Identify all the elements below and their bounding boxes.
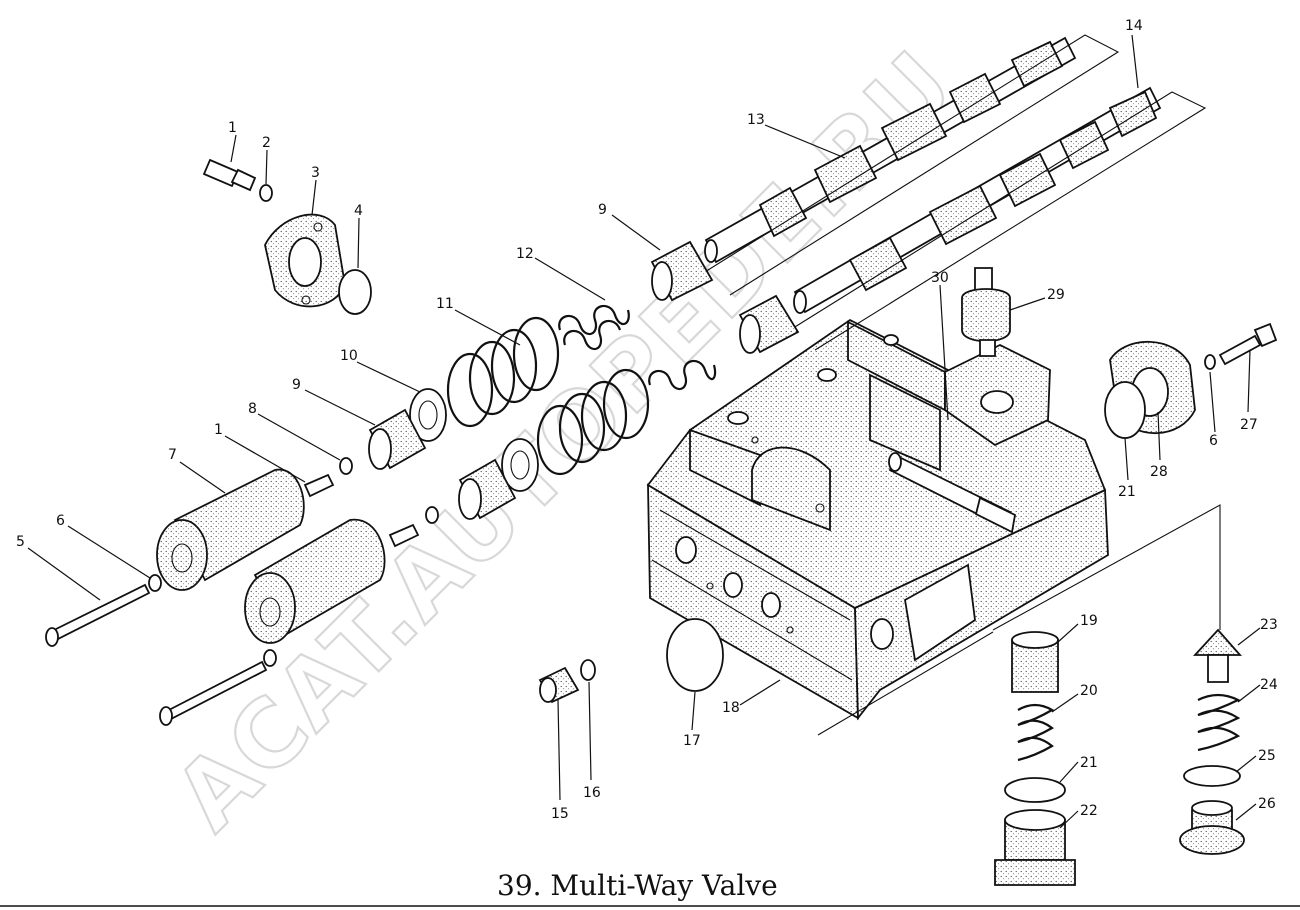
washer-10 <box>409 388 539 492</box>
spring-11 <box>446 316 560 428</box>
callout-14: 14 <box>1125 18 1143 34</box>
washer-6-right <box>1204 354 1216 370</box>
solenoid-7-lower <box>244 518 386 644</box>
bolt-27 <box>1218 322 1278 366</box>
bolt-1-upper <box>202 158 257 192</box>
long-bolt-5 <box>45 583 268 726</box>
spool-leader-brackets <box>699 34 1207 351</box>
callout-27: 27 <box>1240 417 1258 433</box>
seal-16 <box>580 659 596 681</box>
callout-4: 4 <box>354 203 363 219</box>
callout-13: 13 <box>747 112 765 128</box>
callout-22: 22 <box>1080 803 1098 819</box>
spool-13 <box>704 36 1077 264</box>
washer-6-left-lower <box>263 649 277 667</box>
plug-26 <box>1179 800 1245 855</box>
o-ring-21-right <box>1104 381 1146 439</box>
spring-lower-large <box>536 368 650 476</box>
o-ring-21-bottom <box>1004 777 1066 803</box>
callout-1-upper: 1 <box>228 120 237 136</box>
callout-25: 25 <box>1258 748 1276 764</box>
callout-23: 23 <box>1260 617 1278 633</box>
relief-bracket-lines <box>817 504 1221 736</box>
valve-body-18 <box>646 318 1109 721</box>
callout-17: 17 <box>683 733 701 749</box>
shaft-30 <box>888 452 1017 534</box>
callout-24: 24 <box>1260 677 1278 693</box>
callout-29: 29 <box>1047 287 1065 303</box>
callout-8: 8 <box>248 401 257 417</box>
poppet-23 <box>1192 628 1242 683</box>
callout-7: 7 <box>168 447 177 463</box>
callout-labels: 1 2 3 4 14 13 9 12 30 29 11 10 9 8 1 7 6… <box>16 18 1278 822</box>
spring-seat-9-upper <box>650 240 800 354</box>
callout-2: 2 <box>262 135 271 151</box>
plug-22 <box>994 809 1076 886</box>
callout-15: 15 <box>551 806 569 822</box>
o-ring-17 <box>666 618 724 692</box>
callout-6-left: 6 <box>56 513 65 529</box>
o-ring-25 <box>1183 765 1241 787</box>
callout-30: 30 <box>931 270 949 286</box>
callout-6-right: 6 <box>1209 433 1218 449</box>
piston-19 <box>1011 631 1059 693</box>
callout-9-upper: 9 <box>598 202 607 218</box>
screw-8 <box>303 457 439 548</box>
callout-11: 11 <box>436 296 454 312</box>
washer-2 <box>259 184 273 202</box>
callout-20: 20 <box>1080 683 1098 699</box>
leader-lines <box>27 34 1261 829</box>
callout-10: 10 <box>340 348 358 364</box>
pressure-switch-29 <box>961 267 1011 357</box>
spring-20 <box>1017 703 1055 762</box>
washer-6-left <box>148 574 162 592</box>
spring-small-lower <box>648 359 717 391</box>
solenoid-7-upper <box>156 468 305 591</box>
callout-5: 5 <box>16 534 25 550</box>
callout-12: 12 <box>516 246 534 262</box>
spool-14 <box>793 86 1162 314</box>
callout-9-lower: 9 <box>292 377 301 393</box>
callout-28: 28 <box>1150 464 1168 480</box>
o-ring-4 <box>338 269 372 315</box>
callout-3: 3 <box>311 165 320 181</box>
plug-15 <box>538 666 580 704</box>
callout-26: 26 <box>1258 796 1276 812</box>
spring-12 <box>558 304 630 351</box>
spring-seat-9-lower <box>368 408 517 520</box>
spring-24 <box>1197 693 1241 752</box>
callout-21-right: 21 <box>1118 484 1136 500</box>
callout-1-lower: 1 <box>214 422 223 438</box>
callout-21-bottom: 21 <box>1080 755 1098 771</box>
callout-19: 19 <box>1080 613 1098 629</box>
cover-3 <box>264 213 346 308</box>
callout-18: 18 <box>722 700 740 716</box>
callout-16: 16 <box>583 785 601 801</box>
diagram-caption: 39. Multi-Way Valve <box>497 869 778 902</box>
